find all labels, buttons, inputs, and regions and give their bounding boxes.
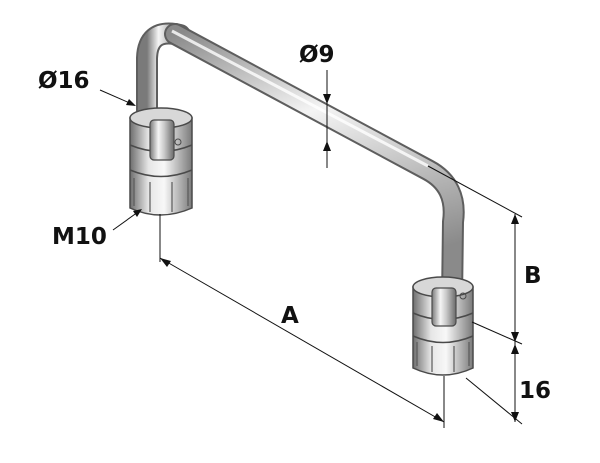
length-label: A <box>281 303 299 329</box>
base-height-label: 16 <box>519 378 552 404</box>
tube-diameter-label: Ø16 <box>38 68 90 94</box>
rod-diameter-label: Ø9 <box>299 42 335 68</box>
height-label: B <box>524 263 542 289</box>
dimension-lines <box>99 70 523 428</box>
thread-label: M10 <box>52 224 107 250</box>
handle-rod <box>136 22 465 311</box>
left-base <box>129 107 193 216</box>
right-base <box>412 276 474 376</box>
